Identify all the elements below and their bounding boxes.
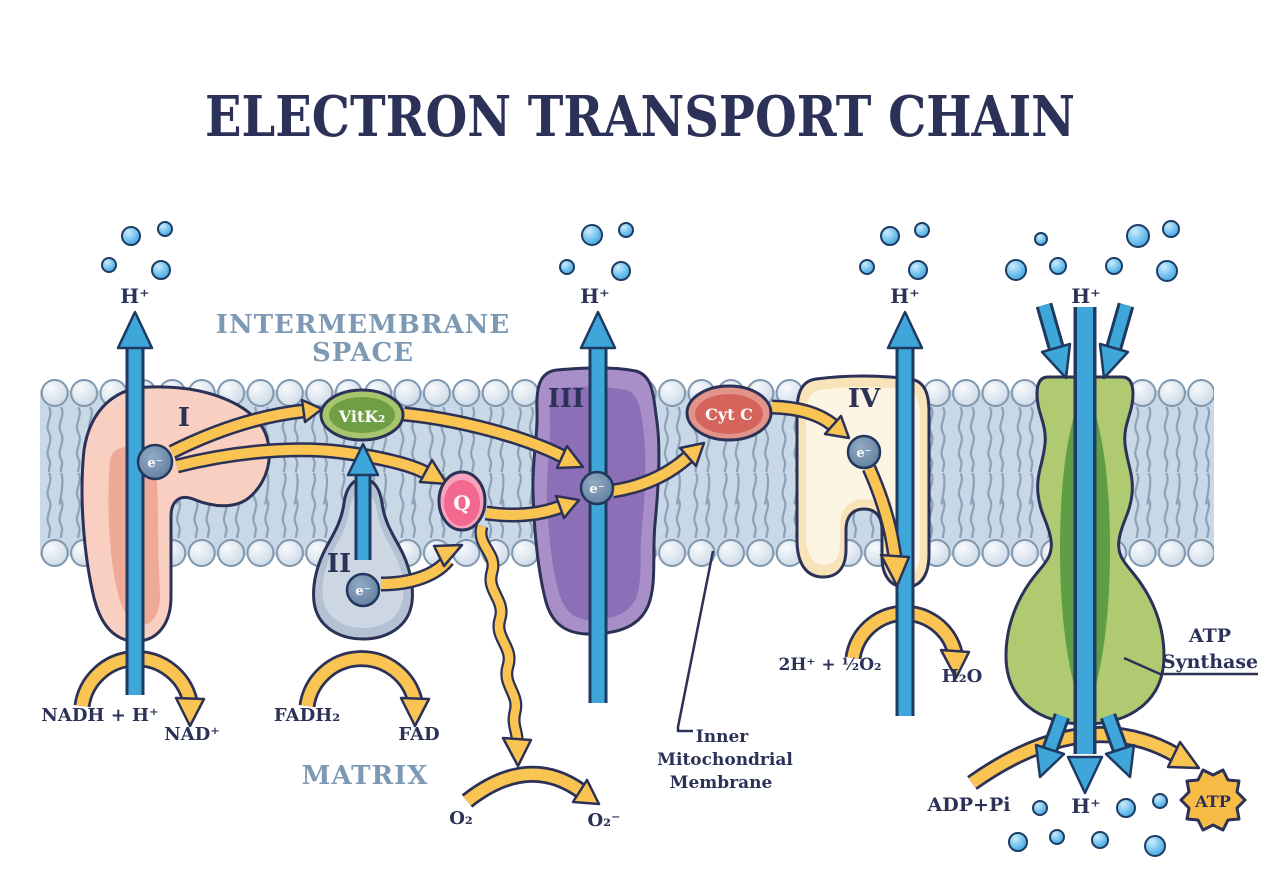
h-plus-label-synthase-top: H⁺	[1071, 284, 1100, 308]
fadh2-to-fad-arrow	[298, 650, 431, 728]
arrowhead	[939, 648, 971, 680]
atp-synthase-pointer-line	[1123, 656, 1258, 676]
arrowhead	[418, 458, 449, 486]
complex-ii-to-vitk2-arrow	[346, 442, 380, 560]
vitk2-core	[329, 397, 395, 433]
proton-dots-matrix-bottom	[1008, 793, 1168, 857]
nadh-label: NADH + H⁺	[41, 705, 158, 726]
water-label: H₂O	[942, 666, 983, 687]
arrowhead	[116, 310, 154, 350]
electron-complex-ii	[345, 572, 381, 608]
electron-label-iv: e⁻	[856, 446, 871, 461]
intermembrane-space-label-line1: INTERMEMBRANE	[216, 310, 510, 340]
cytc-core	[695, 394, 763, 434]
arrowhead	[501, 736, 533, 768]
q-carrier	[437, 470, 487, 532]
complex-ii-label: II	[327, 549, 351, 579]
vitk2-label: VitK₂	[338, 407, 386, 426]
cytc-label: Cyt C	[705, 405, 753, 424]
h-plus-label-complex-i: H⁺	[120, 284, 149, 308]
arrowhead	[399, 696, 431, 728]
atp-synthase-label-line1: ATP	[1188, 625, 1231, 647]
atp-label: ATP	[1194, 792, 1230, 811]
page-title: ELECTRON TRANSPORT CHAIN	[205, 84, 1075, 150]
matrix-label: MATRIX	[302, 761, 429, 791]
cytc-carrier	[685, 384, 773, 442]
complex-iii-label: III	[548, 384, 585, 414]
electron-label-ii: e⁻	[355, 584, 370, 599]
proton-dots-atp-synthase-top	[1005, 220, 1180, 282]
o2-to-superoxide-arrow	[461, 765, 601, 808]
complex-i-label: I	[178, 403, 190, 433]
proton-outflow-arrow-right	[1100, 713, 1136, 779]
cytc-to-complex-iv-arrow	[771, 399, 851, 440]
electron-label-iii: e⁻	[589, 482, 604, 497]
inner-membrane-label-line2: Mitochondrial	[657, 750, 793, 770]
h-plus-label-matrix: H⁺	[1071, 794, 1100, 818]
oxygen-reduction-label: 2H⁺ + ½O₂	[779, 655, 882, 675]
fadh2-label: FADH₂	[274, 705, 340, 726]
proton-dots-complex-i	[101, 221, 173, 280]
electron-complex-iv	[846, 434, 882, 470]
vitk2-to-complex-iii-arrow	[403, 406, 585, 470]
complex-ii-to-q-arrow	[380, 543, 464, 592]
q-electron-leak-squiggle-arrow	[474, 524, 533, 768]
arrowhead	[823, 414, 851, 440]
inner-membrane-pointer-line	[676, 550, 715, 733]
proton-flow-through-synthase-arrow	[1066, 307, 1104, 795]
atp-starburst	[1179, 768, 1247, 832]
proton-pump-arrow-complex-iii	[579, 310, 617, 703]
arrowhead	[1098, 342, 1130, 380]
arrowhead	[300, 398, 324, 424]
intermembrane-space-label-line2: SPACE	[312, 338, 414, 368]
q-to-complex-iii-arrow	[484, 494, 581, 523]
q-label: Q	[453, 491, 470, 515]
atp-synthase-label-line2: Synthase	[1162, 651, 1258, 673]
fad-label: FAD	[398, 724, 439, 745]
arrowhead	[432, 543, 464, 568]
proton-inflow-arrow-right	[1098, 302, 1135, 380]
electron-label-i: e⁻	[147, 456, 162, 471]
electron-complex-iii	[579, 470, 615, 506]
q-core	[444, 480, 480, 526]
inner-membrane-label-line3: Membrane	[670, 773, 773, 793]
arrowhead	[886, 310, 924, 350]
proton-pump-arrow-complex-i	[116, 310, 154, 695]
proton-outflow-arrow-left	[1034, 713, 1070, 779]
arrowhead	[174, 696, 206, 728]
arrowhead	[678, 441, 706, 468]
arrowhead	[579, 310, 617, 350]
inner-membrane-label-line1: Inner	[696, 727, 749, 747]
electron-complex-iv-down-arrow	[862, 464, 911, 588]
complex-iii-to-cytc-arrow	[611, 441, 706, 499]
proton-pump-arrow-complex-iv	[886, 310, 924, 716]
h-plus-label-complex-iii: H⁺	[580, 284, 609, 308]
proton-dots-complex-iv	[859, 222, 930, 280]
vitk2-carrier	[319, 388, 405, 442]
proton-inflow-arrow-left	[1035, 302, 1072, 380]
arrowhead	[1034, 743, 1066, 779]
arrowhead	[879, 553, 911, 588]
adp-pi-label: ADP+Pi	[927, 794, 1011, 816]
electron-complex-i	[136, 443, 174, 481]
nad-label: NAD⁺	[164, 724, 220, 745]
electron-complex-i-to-q-arrow	[175, 442, 449, 486]
o2-label: O₂	[449, 808, 473, 829]
arrowhead	[1066, 755, 1104, 795]
proton-dots-complex-iii	[559, 222, 634, 281]
complex-iv-label: IV	[848, 384, 881, 414]
arrowhead	[1104, 743, 1136, 779]
arrowhead	[346, 442, 380, 477]
arrowhead	[554, 494, 581, 520]
electron-tokens	[136, 434, 882, 608]
h-plus-label-complex-iv: H⁺	[890, 284, 919, 308]
arrowhead	[555, 444, 585, 470]
arrowhead	[1040, 342, 1072, 380]
superoxide-label: O₂⁻	[587, 810, 620, 831]
arrowhead	[1166, 740, 1201, 770]
electron-complex-i-to-vitk2-arrow	[168, 398, 324, 459]
arrowhead	[571, 778, 601, 806]
